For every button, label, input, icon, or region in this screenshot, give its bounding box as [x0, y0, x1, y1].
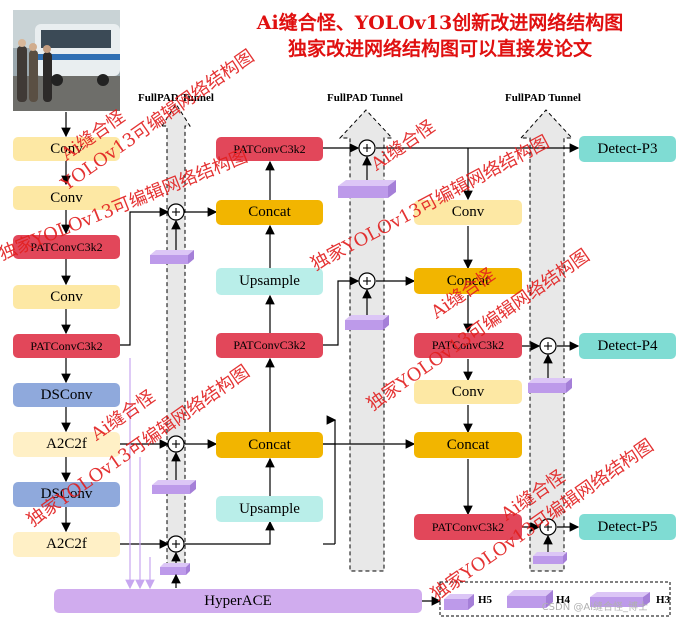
head-conv-2: Conv	[414, 380, 522, 404]
head-concat-1: Concat	[414, 268, 522, 294]
detect-p4: Detect-P4	[579, 333, 676, 359]
neck-patconv-top: PATConvC3k2	[216, 137, 323, 161]
neck-upsample-1: Upsample	[216, 268, 323, 295]
head-patconv-1: PATConvC3k2	[414, 333, 522, 358]
tunnel-label-3: FullPAD Tunnel	[505, 92, 581, 104]
csdn-credit: CSDN @Ai缝合怪_博士	[541, 602, 648, 613]
fullpad-tunnel-1	[161, 103, 191, 572]
neck-upsample-2: Upsample	[216, 496, 323, 522]
backbone-dsconv-1: DSConv	[13, 383, 120, 407]
backbone-conv-1: Conv	[13, 137, 120, 161]
legend-h4: H4	[556, 594, 571, 606]
neck-concat-1: Concat	[216, 200, 323, 225]
head-conv: Conv	[414, 200, 522, 225]
input-image	[13, 10, 120, 111]
tunnel-label-2: FullPAD Tunnel	[327, 92, 403, 104]
fullpad-tunnel-2	[338, 109, 394, 572]
neck-concat-2: Concat	[216, 432, 323, 458]
detect-p3: Detect-P3	[579, 136, 676, 162]
tunnel-label-1: FullPAD Tunnel	[138, 92, 214, 104]
backbone-a2c2f-2: A2C2f	[13, 532, 120, 557]
detect-p5: Detect-P5	[579, 514, 676, 540]
backbone-a2c2f-1: A2C2f	[13, 432, 120, 457]
legend-h5: H5	[478, 594, 493, 606]
diagram-title-line1: Ai缝合怪、YOLOv13创新改进网络结构图	[256, 12, 624, 34]
legend-box	[439, 581, 671, 617]
legend-h3: H3	[656, 594, 671, 606]
backbone-patconv-1: PATConvC3k2	[13, 235, 120, 259]
neck-patconv-mid: PATConvC3k2	[216, 333, 323, 358]
head-patconv-2: PATConvC3k2	[414, 514, 522, 540]
backbone-patconv-2: PATConvC3k2	[13, 334, 120, 358]
diagram-title-line2: 独家改进网络结构图可以直接发论文	[287, 38, 592, 60]
feature-blocks	[150, 180, 572, 575]
backbone-conv-2: Conv	[13, 186, 120, 210]
backbone-conv-3: Conv	[13, 285, 120, 309]
hyperace-block: HyperACE	[54, 589, 422, 613]
backbone-dsconv-2: DSConv	[13, 482, 120, 507]
head-concat-2: Concat	[414, 432, 522, 458]
